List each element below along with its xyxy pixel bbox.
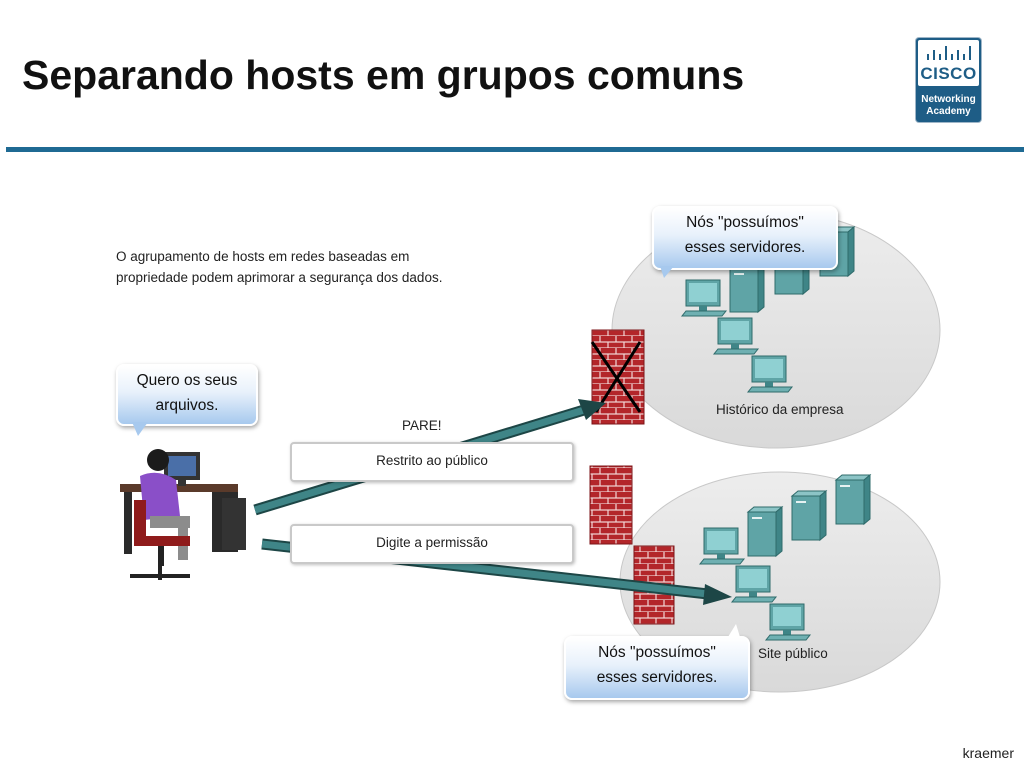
logo-subtitle-line2: Academy: [926, 106, 971, 117]
user-speech-bubble: Quero os seus arquivos.: [116, 364, 258, 426]
logo-subtitle-line1: Networking: [921, 94, 976, 105]
permission-label-box: Digite a permissão: [290, 524, 574, 564]
logo-wordmark: CISCO: [920, 64, 977, 83]
public-bubble-tail: [728, 624, 740, 637]
company-bubble-line-1: Nós "possuímos": [686, 214, 804, 231]
blocked-x-icon: [590, 341, 642, 413]
restricted-label-box: Restrito ao público: [290, 442, 574, 482]
public-speech-bubble: Nós "possuímos" esses servidores.: [564, 636, 750, 700]
public-bubble-line-1: Nós "possuímos": [598, 644, 716, 661]
user-bubble-line-1: Quero os seus: [136, 372, 238, 389]
company-network-caption: Histórico da empresa: [716, 402, 844, 417]
logo-subtitle: Networking Academy: [916, 94, 981, 118]
intro-line-1: O agrupamento de hosts em redes baseadas…: [116, 249, 410, 264]
cisco-bridge-icon: [927, 46, 971, 60]
company-bubble-tail: [660, 266, 674, 278]
company-speech-bubble: Nós "possuímos" esses servidores.: [652, 206, 838, 270]
user-bubble-tail: [132, 422, 148, 436]
public-bubble-line-2: esses servidores.: [596, 669, 718, 686]
user-bubble-line-2: arquivos.: [155, 397, 219, 414]
footer-author: kraemer: [962, 745, 1014, 761]
user-at-computer: [120, 449, 246, 580]
public-network-caption: Site público: [758, 646, 828, 661]
stop-label: PARE!: [402, 418, 442, 433]
firewall-middle: [589, 465, 633, 545]
title-divider: [6, 147, 1024, 152]
intro-line-2: propriedade podem aprimorar a segurança …: [116, 270, 443, 285]
slide-title: Separando hosts em grupos comuns: [22, 52, 745, 98]
logo-badge: CISCO: [918, 40, 979, 86]
cisco-logo: CISCO Networking Academy: [916, 38, 981, 122]
company-bubble-line-2: esses servidores.: [684, 239, 806, 256]
intro-text: O agrupamento de hosts em redes baseadas…: [116, 246, 496, 288]
